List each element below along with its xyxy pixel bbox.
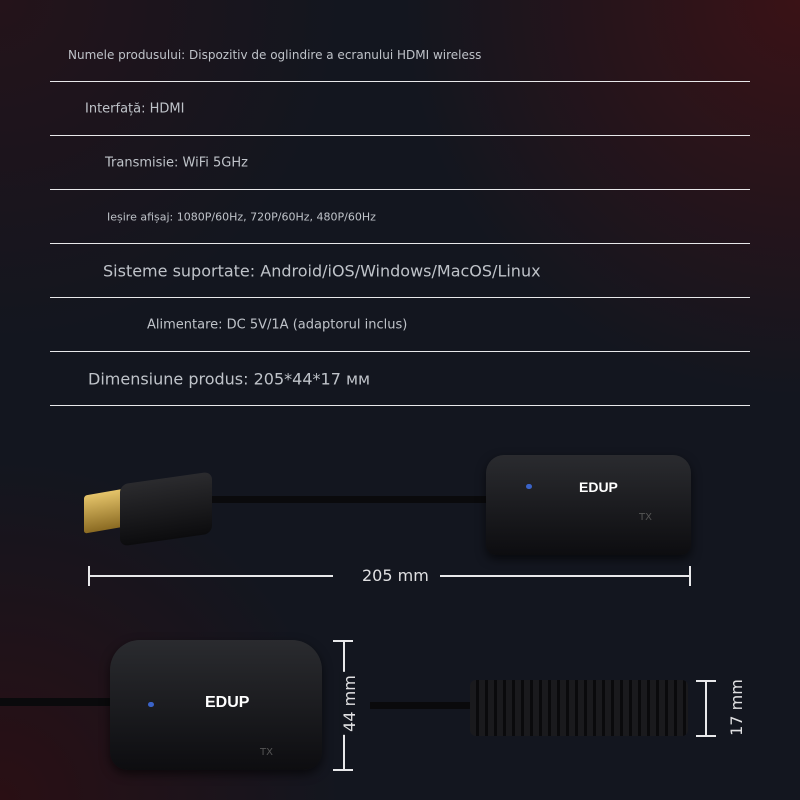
- dimension-tick: [333, 769, 353, 771]
- led-indicator-icon: [148, 702, 154, 707]
- divider: [50, 242, 750, 244]
- unit-label: TX: [639, 512, 652, 523]
- divider: [50, 80, 750, 82]
- divider: [50, 296, 750, 298]
- spec-row-product-name: Numele produsului: Dispozitiv de oglindi…: [50, 28, 750, 82]
- hdmi-connector-body: [120, 471, 212, 547]
- cable: [200, 496, 495, 503]
- divider: [50, 350, 750, 352]
- height-label: 17 mm: [726, 679, 746, 736]
- brand-logo: EDUP: [205, 694, 250, 711]
- spec-output: Ieșire afișaj: 1080P/60Hz, 720P/60Hz, 48…: [107, 210, 376, 224]
- spec-row-size: Dimensiune produs: 205*44*17 мм: [50, 352, 750, 406]
- transmitter-box: EDUP TX: [486, 455, 691, 555]
- led-indicator-icon: [526, 484, 532, 489]
- spec-size: Dimensiune produs: 205*44*17 мм: [88, 369, 371, 389]
- spec-row-power: Alimentare: DC 5V/1A (adaptorul inclus): [50, 298, 750, 352]
- dimension-tick: [88, 566, 90, 586]
- divider: [50, 134, 750, 136]
- dimension-line: [88, 575, 333, 577]
- divider: [50, 404, 750, 406]
- spec-row-output: Ieșire afișaj: 1080P/60Hz, 720P/60Hz, 48…: [50, 190, 750, 244]
- length-label: 205 mm: [362, 566, 429, 585]
- spec-row-interface: Interfață: HDMI: [50, 82, 750, 136]
- dimension-tick: [696, 735, 716, 737]
- dimension-line: [705, 680, 707, 736]
- spec-transmission: Transmisie: WiFi 5GHz: [105, 155, 248, 171]
- dimension-tick: [333, 640, 353, 642]
- dimension-tick: [696, 680, 716, 682]
- spec-row-systems: Sisteme suportate: Android/iOS/Windows/M…: [50, 244, 750, 298]
- divider: [50, 188, 750, 190]
- spec-interface: Interfață: HDMI: [85, 101, 185, 117]
- spec-product-name: Numele produsului: Dispozitiv de oglindi…: [68, 48, 482, 62]
- dimension-line: [440, 575, 690, 577]
- unit-label: TX: [260, 747, 273, 758]
- transmitter-side: [470, 680, 688, 736]
- cable: [0, 698, 112, 706]
- cable: [370, 702, 472, 709]
- brand-logo: EDUP: [579, 479, 618, 495]
- transmitter-box: EDUP TX: [110, 640, 322, 770]
- dimension-tick: [689, 566, 691, 586]
- width-label: 44 mm: [339, 672, 359, 735]
- spec-systems: Sisteme suportate: Android/iOS/Windows/M…: [103, 261, 541, 281]
- spec-row-transmission: Transmisie: WiFi 5GHz: [50, 136, 750, 190]
- spec-power: Alimentare: DC 5V/1A (adaptorul inclus): [147, 317, 408, 333]
